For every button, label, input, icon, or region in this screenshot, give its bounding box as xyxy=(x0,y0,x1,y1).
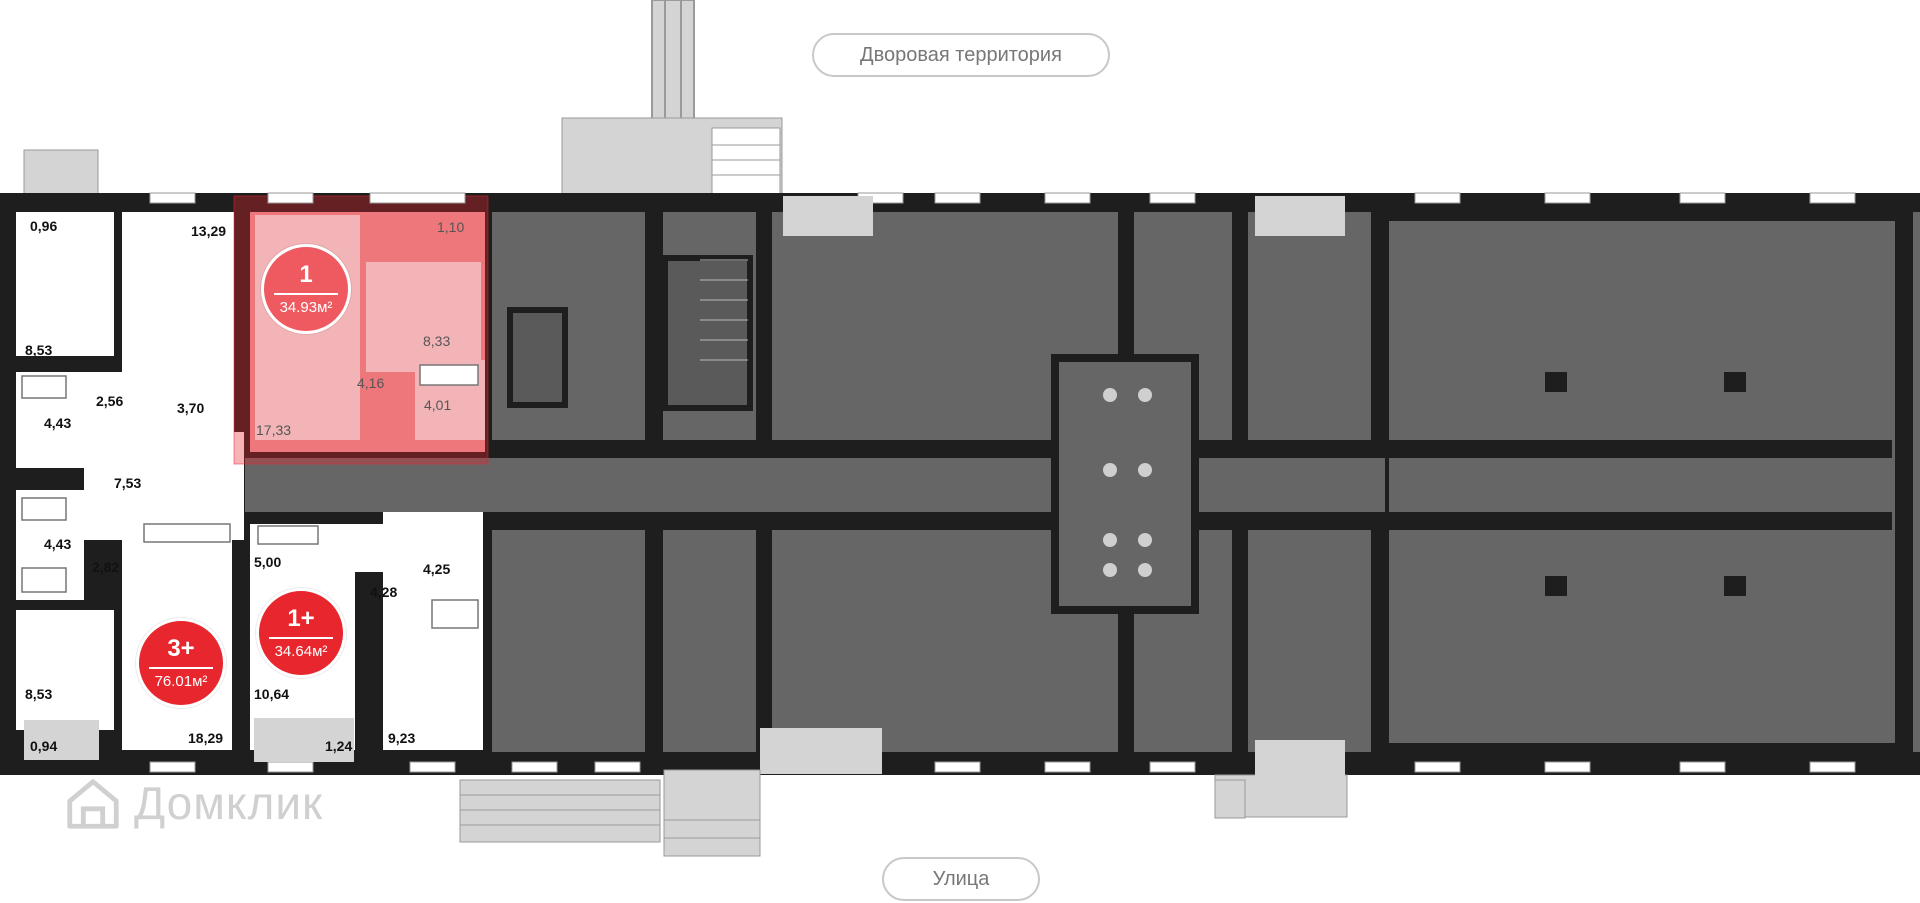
top-stair xyxy=(711,127,781,199)
apartment-badge-1plus[interactable]: 1+ 34.64м² xyxy=(256,588,346,678)
room-area: 0,96 xyxy=(30,218,58,234)
apartment-badge-1[interactable]: 1 34.93м² xyxy=(261,244,351,334)
apartment-rooms: 1+ xyxy=(287,605,315,632)
top-shaft xyxy=(651,0,695,131)
yard-label: Дворовая территория xyxy=(812,33,1110,77)
room-area: 4,16 xyxy=(357,375,385,391)
corridor xyxy=(245,458,1385,512)
room-area: 4,43 xyxy=(44,415,72,431)
street-label: Улица xyxy=(882,857,1040,901)
watermark: Домклик xyxy=(62,772,323,834)
apartment-area: 76.01м² xyxy=(154,673,208,690)
apartment-area: 34.93м² xyxy=(279,299,333,316)
room-area: 2,82 xyxy=(92,559,120,575)
watermark-text: Домклик xyxy=(134,777,324,829)
room-area: 8,33 xyxy=(423,333,451,349)
apartment-rooms: 3+ xyxy=(167,635,195,662)
apartment-badge-3plus[interactable]: 3+ 76.01м² xyxy=(136,618,226,708)
room-area: 4,01 xyxy=(424,397,452,413)
room-area: 13,29 xyxy=(191,223,227,239)
room-area: 8,53 xyxy=(25,686,53,702)
room-area: 5,00 xyxy=(254,554,282,570)
room-area: 2,56 xyxy=(96,393,124,409)
room-area: 1,24 xyxy=(325,738,353,754)
room-area: 10,64 xyxy=(254,686,290,702)
room-area: 1,10 xyxy=(437,219,465,235)
balcony-top-left xyxy=(23,149,99,199)
apartment-area: 34.64м² xyxy=(274,643,328,660)
room-area: 9,23 xyxy=(388,730,416,746)
room-area: 4,43 xyxy=(44,536,72,552)
room-area: 18,29 xyxy=(188,730,224,746)
room-area: 8,53 xyxy=(25,342,53,358)
big-hall xyxy=(1371,203,1913,761)
room-area: 17,33 xyxy=(256,422,292,438)
domclick-logo-icon xyxy=(67,779,119,829)
bottom-stair xyxy=(663,769,761,857)
apartment-rooms: 1 xyxy=(299,261,313,288)
room-area: 4,28 xyxy=(370,584,398,600)
room-area: 4,25 xyxy=(423,561,451,577)
room-area: 3,70 xyxy=(177,400,205,416)
bottom-ramp xyxy=(459,779,661,843)
room-area: 7,53 xyxy=(114,475,142,491)
balcony-bottom-left xyxy=(24,720,99,760)
room-area: 0,94 xyxy=(30,738,58,754)
